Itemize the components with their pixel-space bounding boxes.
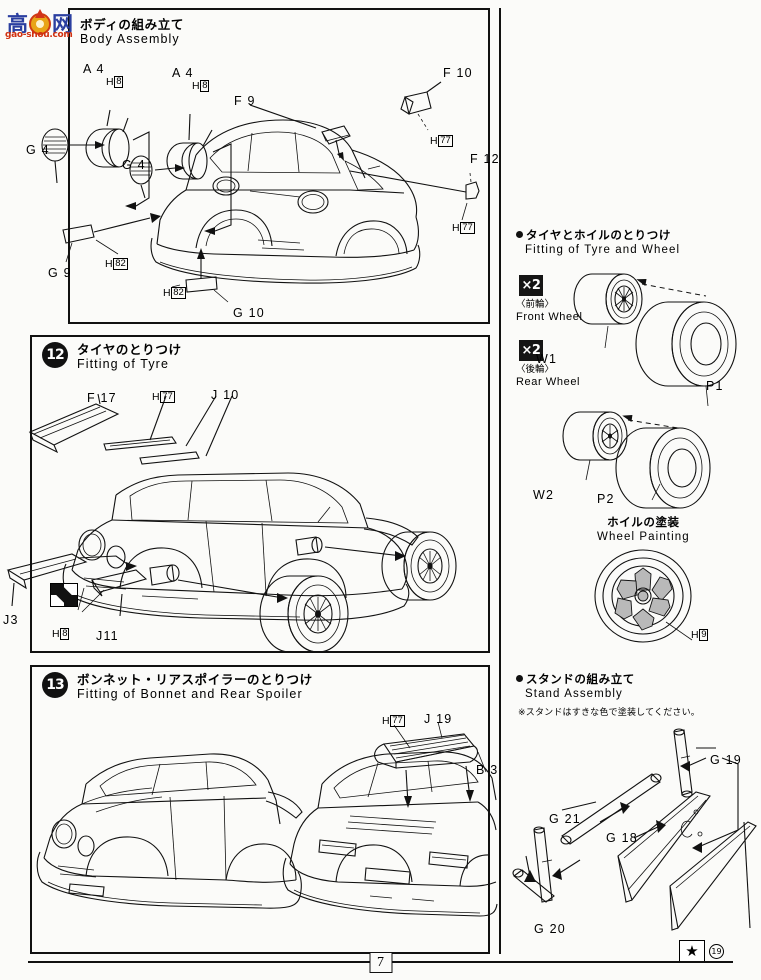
badge-number: 19 <box>709 944 724 959</box>
panel-fitting-of-tyre <box>30 335 490 653</box>
caption-rear-wheel: 〈後輪〉 Rear Wheel <box>516 364 581 388</box>
heading-jp: ボディの組み立て <box>80 17 184 32</box>
part-label: P1 <box>706 379 724 393</box>
heading-en: Body Assembly <box>80 32 180 46</box>
bullet-icon <box>516 675 523 682</box>
heading-jp: タイヤとホイルのとりつけ <box>516 228 680 243</box>
heading-jp: タイヤのとりつけ <box>77 342 182 357</box>
part-label: A 4 <box>172 66 194 80</box>
part-label: G 9 <box>48 266 72 280</box>
part-label: P2 <box>597 492 615 506</box>
quantity-badge-rear-wheel: ×2 <box>519 340 543 361</box>
part-label: J11 <box>96 629 119 643</box>
step-number-badge: 13 <box>42 672 68 698</box>
part-label: J 10 <box>211 388 240 402</box>
part-label: F 10 <box>443 66 473 80</box>
flame-gear-icon <box>29 9 51 35</box>
heading-en: Fitting of Bonnet and Rear Spoiler <box>77 687 303 701</box>
watermark-char-right: 网 <box>52 11 73 36</box>
heading-en: Stand Assembly <box>525 688 623 700</box>
part-label: F 9 <box>234 94 256 108</box>
heading-bonnet-rear-spoiler: 13 ボンネット・リアスポイラーのとりつけ Fitting of Bonnet … <box>42 672 313 702</box>
quantity-badge-front-wheel: ×2 <box>519 275 543 296</box>
heading-en: Wheel Painting <box>597 531 690 543</box>
part-label: J3 <box>3 613 19 627</box>
part-label: J 19 <box>424 712 453 726</box>
caption-front-wheel: 〈前輪〉 Front Wheel <box>516 299 583 323</box>
heading-jp: スタンドの組み立て <box>516 672 635 687</box>
part-label: A 4 <box>83 62 105 76</box>
part-label: G 18 <box>606 831 638 845</box>
heading-en: Fitting of Tyre <box>77 357 169 371</box>
page-number: 7 <box>369 952 392 973</box>
column-divider <box>499 8 501 954</box>
part-label: B 3 <box>476 763 499 777</box>
part-label: F 17 <box>87 391 117 405</box>
heading-tyre-and-wheel: タイヤとホイルのとりつけ Fitting of Tyre and Wheel <box>516 228 680 258</box>
part-label: G 4 <box>26 143 50 157</box>
star-icon: ★ <box>679 940 705 963</box>
heading-wheel-painting: ホイルの塗装 Wheel Painting <box>597 515 690 545</box>
artwork-body-assembly <box>0 40 499 330</box>
part-label: G 19 <box>710 753 742 767</box>
artwork-tyre-and-wheel <box>500 260 761 510</box>
heading-fitting-of-tyre: 12 タイヤのとりつけ Fitting of Tyre <box>42 342 182 372</box>
step-number-badge: 12 <box>42 342 68 368</box>
part-label: G 10 <box>233 306 265 320</box>
panel-body-assembly <box>68 8 490 324</box>
artwork-stand-assembly <box>500 730 761 950</box>
heading-stand-assembly: スタンドの組み立て Stand Assembly <box>516 672 635 702</box>
site-watermark-logo: 高 网 <box>4 4 76 44</box>
artwork-wheel-painting <box>580 548 720 648</box>
bullet-icon <box>516 231 523 238</box>
paint-mark-icon <box>50 583 78 607</box>
watermark-char-left: 高 <box>7 11 28 36</box>
part-label: W2 <box>533 488 555 502</box>
watermark-url: gao-shou.com <box>5 30 73 40</box>
part-label: F 12 <box>470 152 500 166</box>
heading-jp: ホイルの塗装 <box>607 515 680 529</box>
part-label: G 4 <box>122 158 146 172</box>
heading-body-assembly: ボディの組み立て Body Assembly <box>80 17 184 47</box>
part-label: G 20 <box>534 922 566 936</box>
panel-bonnet-rear-spoiler <box>30 665 490 954</box>
part-label: G 21 <box>549 812 581 826</box>
part-label: W1 <box>536 352 558 366</box>
stand-paint-note: ※スタンドはすきな色で塗装してください。 <box>518 708 701 718</box>
artwork-fitting-of-tyre <box>0 380 499 660</box>
artwork-bonnet-rear-spoiler <box>0 700 499 955</box>
heading-jp: ボンネット・リアスポイラーのとりつけ <box>77 672 313 687</box>
heading-en: Fitting of Tyre and Wheel <box>525 244 681 256</box>
